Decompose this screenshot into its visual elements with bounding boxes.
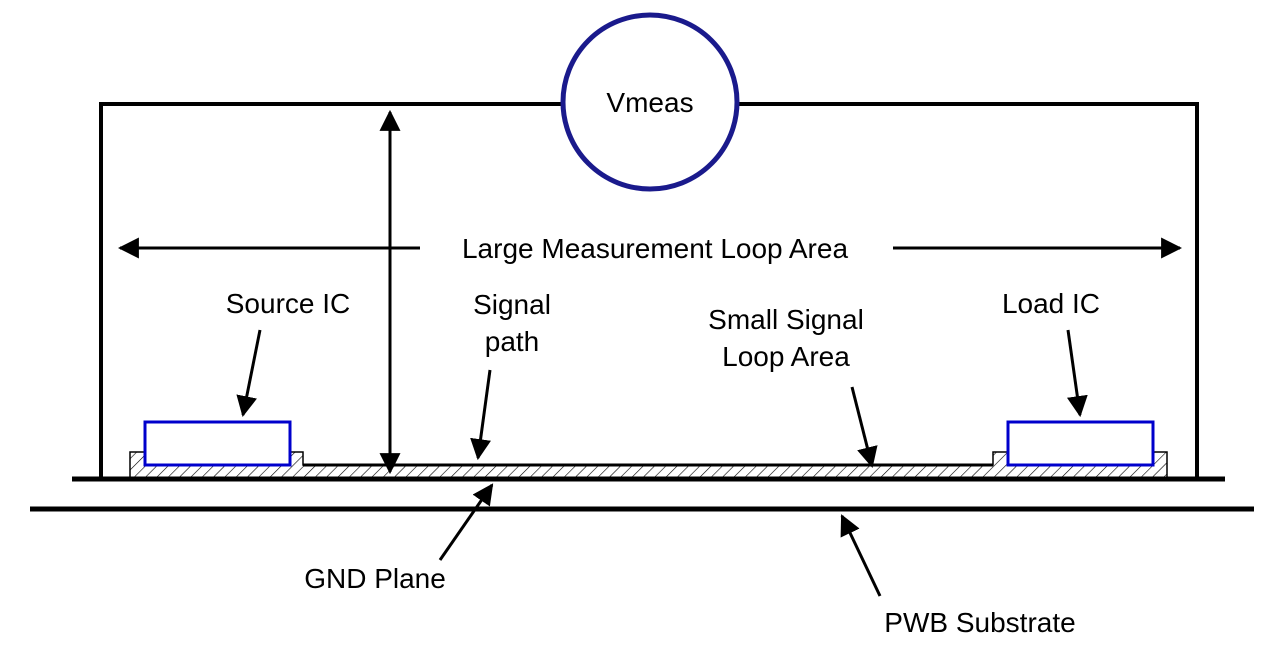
gnd-plane-arrow bbox=[438, 483, 494, 561]
measurement-loop-wire bbox=[99, 102, 1199, 478]
pwb-substrate-label: PWB Substrate bbox=[884, 607, 1075, 638]
signal-path-label-line2: path bbox=[485, 326, 540, 357]
voltmeter-label: Vmeas bbox=[606, 87, 693, 118]
load-ic-body bbox=[1006, 420, 1155, 467]
small-loop-arrow bbox=[850, 386, 878, 469]
small-loop-label-line2: Loop Area bbox=[722, 341, 850, 372]
gnd-plane-label: GND Plane bbox=[304, 563, 446, 594]
signal-path-label-line1: Signal bbox=[473, 289, 551, 320]
load-ic-label: Load IC bbox=[1002, 288, 1100, 319]
source-ic-body bbox=[143, 420, 292, 467]
load-ic-arrow bbox=[1066, 329, 1088, 418]
voltmeter-circle bbox=[560, 12, 740, 192]
large-loop-label: Large Measurement Loop Area bbox=[462, 233, 848, 264]
pwb-substrate-arrow bbox=[840, 514, 882, 597]
source-ic-arrow bbox=[236, 329, 262, 418]
small-loop-label-line1: Small Signal bbox=[708, 304, 864, 335]
signal-path-arrow bbox=[470, 369, 492, 461]
source-ic-label: Source IC bbox=[226, 288, 351, 319]
